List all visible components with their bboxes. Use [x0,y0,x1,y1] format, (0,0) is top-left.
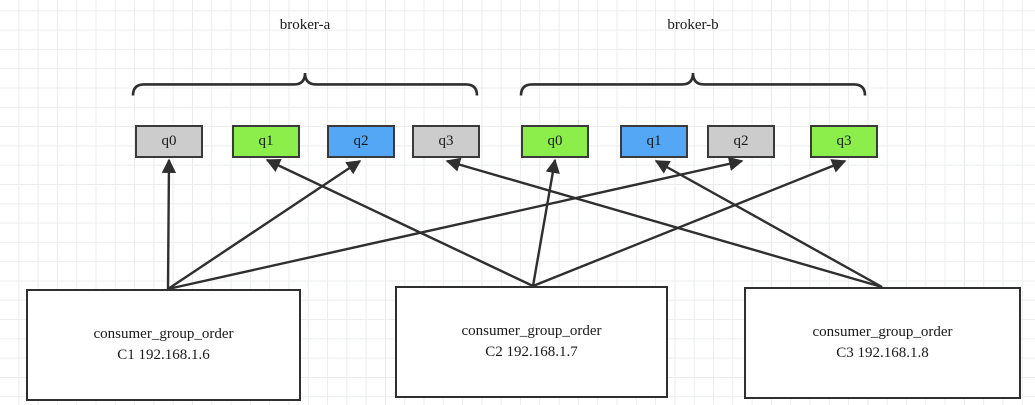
arrow-C2-to-broker-a-q1 [265,158,534,288]
consumer-box-C3[interactable]: consumer_group_order C3 192.168.1.8 [744,287,1021,399]
consumer-address: C3 192.168.1.8 [836,345,929,361]
consumer-group-name: consumer_group_order [812,324,953,341]
consumer-box-C1[interactable]: consumer_group_order C1 192.168.1.6 [26,289,301,401]
broker-braces [131,72,867,97]
arrow-C1-to-broker-b-q2 [167,156,744,291]
queue-box-broker-a-q0[interactable]: q0 [135,125,203,158]
queue-box-broker-a-q2[interactable]: q2 [327,125,395,158]
arrow-C1-to-broker-a-q0 [161,158,177,290]
broker-label-broker-a: broker-a [279,17,331,33]
arrow-C2-to-broker-b-q3 [532,159,847,288]
arrow-C3-to-broker-b-q1 [654,159,883,289]
consumer-queue-arrows [161,156,883,291]
queue-box-broker-a-q1[interactable]: q1 [232,125,300,158]
queue-box-broker-b-q1[interactable]: q1 [620,125,688,158]
arrow-C3-to-broker-a-q3 [445,157,883,289]
brace-broker-b [519,72,867,97]
broker-label-broker-b: broker-b [667,17,719,33]
queue-box-broker-a-q3[interactable]: q3 [412,125,480,158]
consumer-box-C2[interactable]: consumer_group_order C2 192.168.1.7 [395,286,668,398]
arrow-C2-to-broker-b-q0 [531,158,560,287]
consumer-address: C1 192.168.1.6 [117,347,210,363]
queue-box-broker-b-q2[interactable]: q2 [707,125,775,158]
arrow-C1-to-broker-a-q2 [167,160,362,290]
queue-box-broker-b-q0[interactable]: q0 [521,125,589,158]
consumer-address: C2 192.168.1.7 [485,344,578,360]
queue-box-broker-b-q3[interactable]: q3 [810,125,878,158]
brace-broker-a [131,72,479,97]
consumer-group-name: consumer_group_order [93,326,234,343]
consumer-group-name: consumer_group_order [461,323,602,340]
